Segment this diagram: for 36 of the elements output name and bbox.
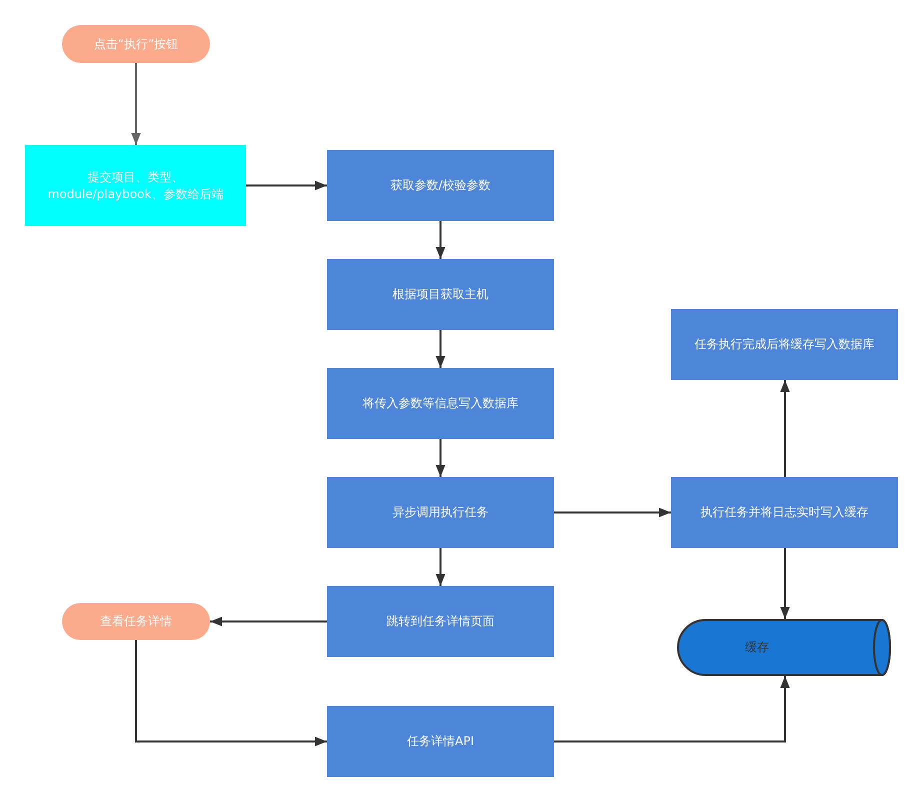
process-box [327, 477, 554, 548]
arrow [780, 380, 790, 477]
arrow [554, 508, 671, 518]
box-label: 执行任务并将日志实时写入缓存 [700, 504, 870, 521]
arrow [131, 63, 141, 145]
arrow [436, 548, 446, 586]
process-box [671, 309, 898, 380]
box-label: 点击“执行”按钮 [92, 36, 180, 52]
cache-cylinder [677, 619, 891, 676]
box-label: 异步调用执行任务 [392, 504, 490, 521]
box-label: 提交项目、类型、module/playbook、参数给后端 [46, 168, 224, 202]
arrow [246, 180, 327, 190]
arrow [210, 616, 327, 626]
box-label: 缓存 [744, 639, 770, 656]
box-label: 获取参数/校验参数 [389, 177, 492, 194]
arrow [135, 640, 327, 746]
arrow [554, 676, 790, 742]
arrow [780, 548, 790, 619]
box-label: 任务详情API [406, 733, 475, 750]
process-box [327, 586, 554, 657]
box-label: 将传入参数等信息写入数据库 [362, 395, 520, 412]
arrow [436, 330, 446, 368]
box-label: 根据项目获取主机 [392, 286, 490, 303]
process-box [327, 259, 554, 330]
process-box [327, 368, 554, 439]
process-box [327, 150, 554, 221]
arrow [436, 439, 446, 477]
process-box [671, 477, 898, 548]
start-pill [62, 603, 210, 640]
start-pill [62, 25, 210, 63]
process-box [25, 145, 246, 226]
process-box [327, 706, 554, 777]
arrow [436, 221, 446, 259]
box-label: 跳转到任务详情页面 [386, 613, 496, 630]
box-label: 查看任务详情 [99, 613, 173, 630]
box-label: 任务执行完成后将缓存写入数据库 [694, 336, 876, 353]
